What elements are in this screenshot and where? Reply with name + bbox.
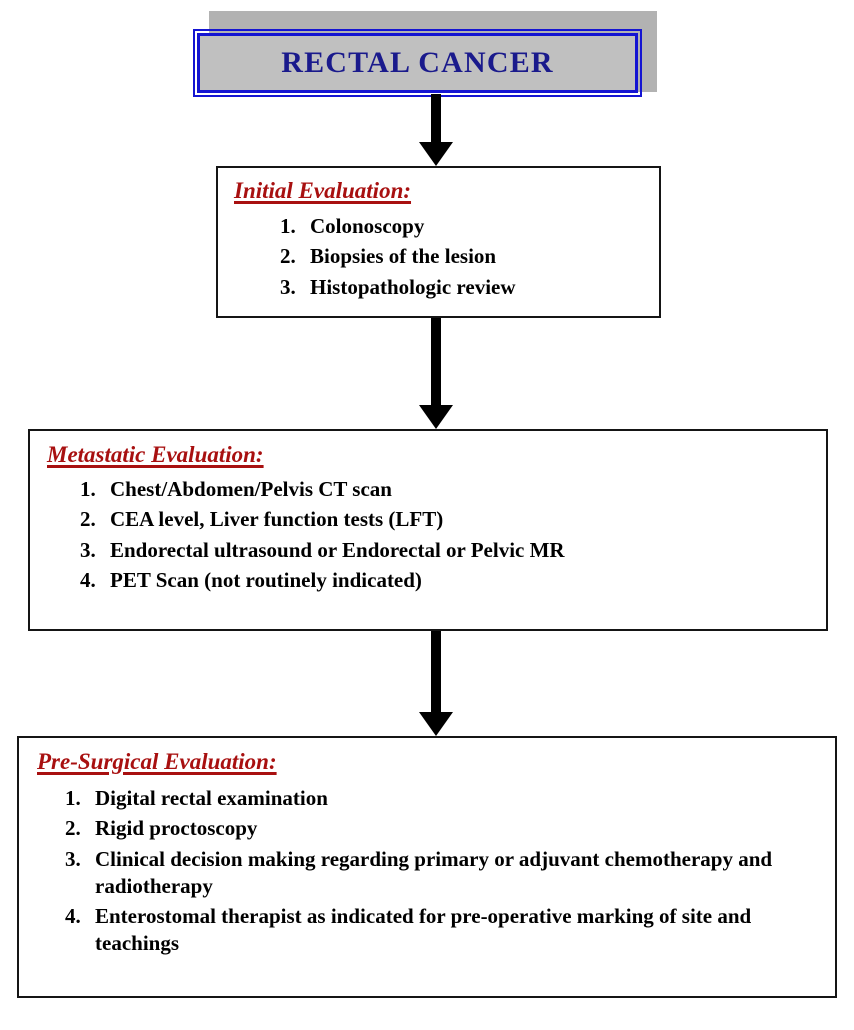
page-title: RECTAL CANCER (281, 46, 554, 79)
list-item: 2. Biopsies of the lesion (280, 243, 659, 270)
list-item: 1. Digital rectal examination (65, 785, 835, 812)
list-item-label: Digital rectal examination (95, 786, 328, 810)
list-item-label: Clinical decision making regarding prima… (95, 846, 773, 898)
list-item: 3. Endorectal ultrasound or Endorectal o… (80, 537, 826, 564)
list-item: 1. Chest/Abdomen/Pelvis CT scan (80, 476, 826, 503)
list-item: 3. Histopathologic review (280, 274, 659, 301)
list-item-label: Endorectal ultrasound or Endorectal or P… (110, 537, 565, 562)
list-item-number: 2. (65, 816, 81, 841)
list-item: 2. CEA level, Liver function tests (LFT) (80, 506, 826, 533)
arrow-title-to-initial-icon (410, 94, 462, 166)
list-item-number: 4. (65, 904, 81, 929)
list-item-number: 2. (80, 507, 96, 532)
list-item-number: 4. (80, 567, 96, 592)
list-item-label: CEA level, Liver function tests (LFT) (110, 507, 444, 532)
list-item-number: 1. (80, 477, 96, 501)
arrow-head (419, 712, 453, 736)
arrow-initial-to-metastatic-icon (410, 318, 462, 429)
step-box-metastatic-evaluation: Metastatic Evaluation: 1. Chest/Abdomen/… (28, 429, 828, 631)
title-box-rectal-cancer: RECTAL CANCER (193, 29, 642, 97)
list-item: 4. Enterostomal therapist as indicated f… (65, 903, 835, 958)
list-item-label: PET Scan (not routinely indicated) (110, 567, 422, 592)
step-heading-metastatic-evaluation: Metastatic Evaluation: (47, 442, 264, 467)
arrow-head (419, 142, 453, 166)
list-item-number: 1. (65, 786, 81, 810)
list-item-label: Enterostomal therapist as indicated for … (95, 904, 752, 956)
list-item-label: Biopsies of the lesion (310, 244, 497, 269)
arrow-shaft (431, 94, 441, 142)
step-item-list-metastatic-evaluation: 1. Chest/Abdomen/Pelvis CT scan 2. CEA l… (80, 476, 826, 594)
arrow-head (419, 405, 453, 429)
arrow-shaft (431, 318, 441, 405)
step-item-list-initial-evaluation: 1. Colonoscopy 2. Biopsies of the lesion… (280, 213, 659, 301)
list-item-number: 3. (80, 537, 96, 562)
list-item: 1. Colonoscopy (280, 213, 659, 240)
list-item-number: 3. (280, 274, 296, 299)
list-item: 3. Clinical decision making regarding pr… (65, 846, 835, 901)
arrow-metastatic-to-presurgical-icon (410, 631, 462, 736)
list-item-label: Chest/Abdomen/Pelvis CT scan (110, 477, 392, 501)
step-heading-presurgical-evaluation: Pre-Surgical Evaluation: (37, 749, 277, 774)
list-item-label: Rigid proctoscopy (95, 816, 258, 841)
step-box-presurgical-evaluation: Pre-Surgical Evaluation: 1. Digital rect… (17, 736, 837, 998)
list-item: 4. PET Scan (not routinely indicated) (80, 567, 826, 594)
list-item-number: 2. (280, 244, 296, 269)
arrow-shaft (431, 631, 441, 712)
list-item: 2. Rigid proctoscopy (65, 815, 835, 842)
list-item-label: Histopathologic review (310, 274, 516, 299)
list-item-number: 1. (280, 214, 296, 238)
list-item-number: 3. (65, 846, 81, 871)
step-box-initial-evaluation: Initial Evaluation: 1. Colonoscopy 2. Bi… (216, 166, 661, 318)
step-heading-initial-evaluation: Initial Evaluation: (234, 178, 412, 203)
step-item-list-presurgical-evaluation: 1. Digital rectal examination 2. Rigid p… (65, 785, 835, 958)
list-item-label: Colonoscopy (310, 214, 425, 238)
